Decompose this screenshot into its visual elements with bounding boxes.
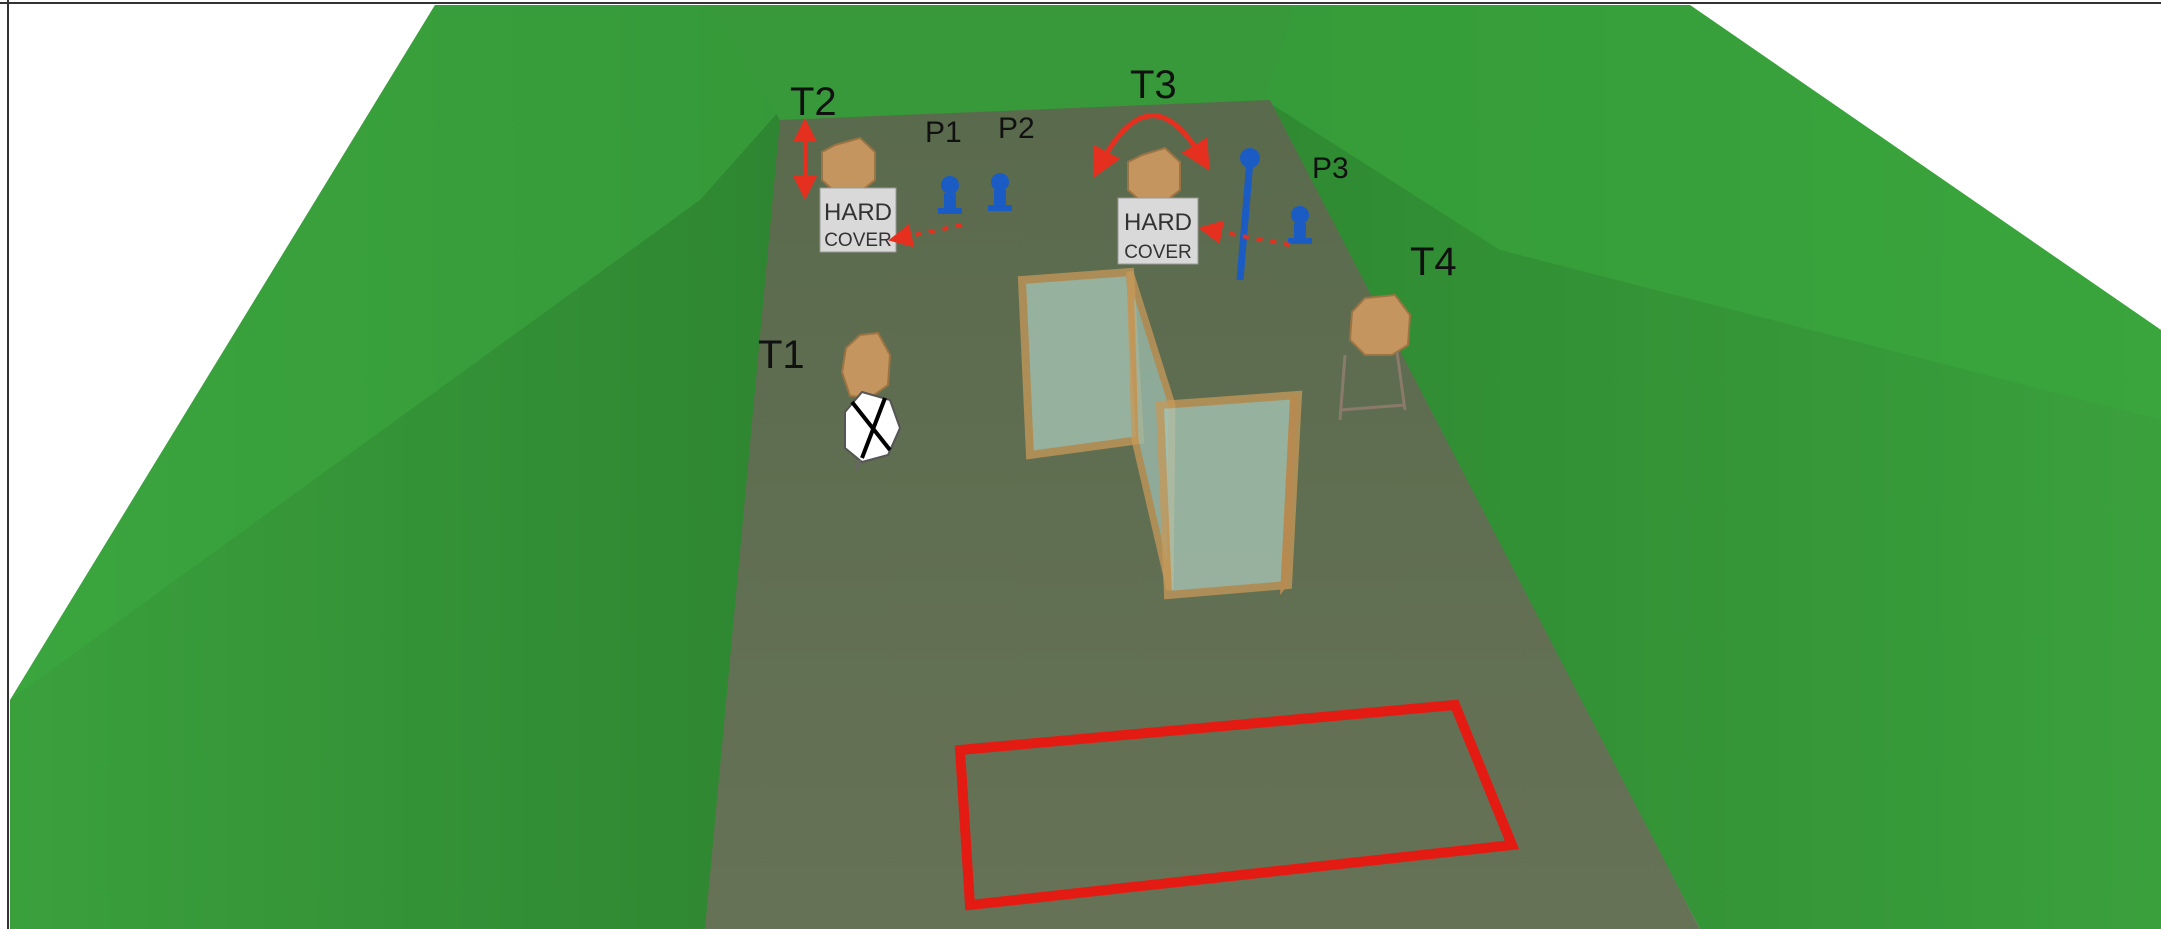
hard-cover-t2-line1: HARD bbox=[824, 199, 892, 226]
label-t2: T2 bbox=[790, 80, 837, 124]
label-t3: T3 bbox=[1130, 63, 1177, 107]
label-p3: P3 bbox=[1312, 152, 1349, 185]
label-t4: T4 bbox=[1410, 240, 1457, 284]
hard-cover-t2-line2: COVER bbox=[824, 230, 892, 251]
hard-cover-t3-line2: COVER bbox=[1124, 242, 1192, 263]
label-t1: T1 bbox=[758, 333, 805, 377]
label-p2: P2 bbox=[998, 112, 1035, 145]
label-p1: P1 bbox=[925, 116, 962, 149]
hard-cover-t3-line1: HARD bbox=[1124, 209, 1192, 236]
